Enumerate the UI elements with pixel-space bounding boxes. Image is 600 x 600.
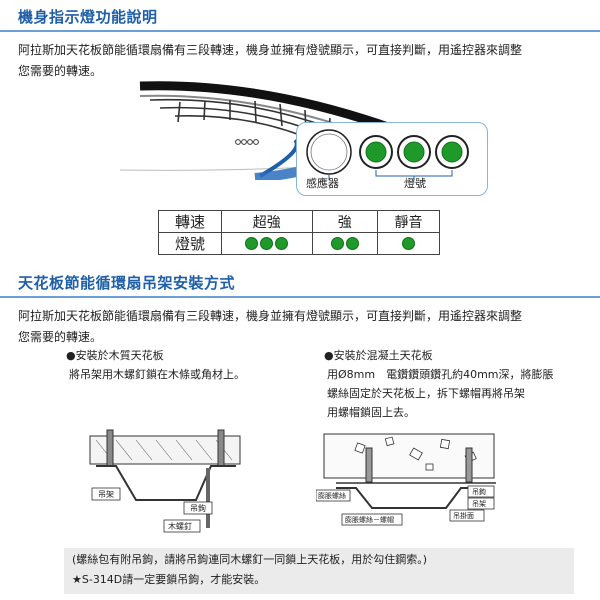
light-cell-1 (221, 232, 313, 255)
concrete-anchor-nut-label: 膨脹螺絲－螺帽 (345, 515, 394, 524)
section2-rule (0, 296, 600, 298)
sensor-label: 感應器 (306, 177, 339, 190)
concrete-title: ●安裝於混凝土天花板 (324, 349, 433, 362)
green-light-icon (345, 237, 359, 250)
wood-title: ●安裝於木質天花板 (66, 349, 164, 362)
note-line2: ★S-314D請一定要鎖吊鉤，才能安裝。 (72, 573, 266, 586)
light-label: 燈號 (404, 177, 426, 190)
wood-hook-label: 吊鉤 (190, 503, 206, 513)
concrete-line3: 用螺帽鎖固上去。 (327, 406, 415, 419)
concrete-ceiling-diagram: 膨脹螺絲 吊鉤 吊架 吊掛面 膨脹螺絲－螺帽 (316, 433, 496, 526)
section2-title: 天花板節能循環扇吊架安裝方式 (18, 274, 236, 292)
concrete-hook-label: 吊鉤 (472, 487, 486, 496)
speed-level-2: 強 (311, 210, 378, 233)
green-light-icon (401, 237, 415, 250)
green-light-icon (245, 237, 259, 250)
section2-desc-line2: 您需要的轉速。 (18, 330, 103, 344)
light-header: 燈號 (158, 232, 222, 255)
notes: (螺絲包有附吊鉤，請將吊鉤連同木螺釘一同鎖上天花板，用於勾住鋼索。) ★S-31… (72, 550, 572, 590)
wood-ceiling-diagram: 吊架 吊鉤 木螺釘 (89, 429, 241, 533)
green-light-icon (275, 237, 289, 250)
note-line1: (螺絲包有附吊鉤，請將吊鉤連同木螺釘一同鎖上天花板，用於勾住鋼索。) (72, 553, 428, 566)
concrete-anchor-label: 膨脹螺絲 (318, 491, 346, 500)
section1-title: 機身指示燈功能說明 (18, 8, 158, 26)
speed-row: 轉速 超強 強 靜音 (158, 210, 441, 233)
concrete-instructions: ●安裝於混凝土天花板 用Ø8mm 電鑽鑽頭鑽孔約40mm深，將膨脹 螺絲固定於天… (324, 346, 554, 422)
section1-desc-line1: 阿拉斯加天花板節能循環扇備有三段轉速，機身並擁有燈號顯示，可直接判斷，用遙控器來… (18, 43, 523, 57)
concrete-bracket-label: 吊架 (472, 500, 486, 508)
indicator-lights (359, 135, 469, 169)
light-cell-2 (311, 232, 378, 255)
wood-line1: 將吊架用木螺釘鎖在木條或角材上。 (69, 368, 245, 381)
note-box (64, 548, 574, 594)
green-light-icon (330, 237, 344, 250)
wood-screw-label: 木螺釘 (168, 521, 192, 531)
concrete-line1: 用Ø8mm 電鑽鑽頭鑽孔約40mm深，將膨脹 (327, 368, 554, 381)
speed-header: 轉速 (158, 210, 222, 233)
indicator-light-1 (365, 141, 387, 163)
concrete-ceiling-label: 吊掛面 (453, 511, 474, 520)
section2-desc-line1: 阿拉斯加天花板節能循環扇備有三段轉速，機身並擁有燈號顯示，可直接判斷，用遙控器來… (18, 309, 523, 323)
green-light-icon (260, 237, 274, 250)
section1-desc-line2: 您需要的轉速。 (18, 64, 103, 78)
concrete-line2: 螺絲固定於天花板上，拆下螺帽再將吊架 (327, 387, 525, 400)
speed-level-1: 超強 (221, 210, 313, 233)
wood-bracket-label: 吊架 (98, 490, 114, 499)
speed-level-3: 靜音 (376, 210, 441, 233)
section1-description: 阿拉斯加天花板節能循環扇備有三段轉速，機身並擁有燈號顯示，可直接判斷，用遙控器來… (18, 40, 588, 82)
section1-rule (0, 30, 600, 32)
speed-light-table: 轉速 超強 強 靜音 燈號 (158, 210, 441, 255)
indicator-panel-graphic (306, 129, 469, 180)
wood-instructions: ●安裝於木質天花板 將吊架用木螺釘鎖在木條或角材上。 (66, 346, 245, 384)
light-row: 燈號 (158, 232, 441, 255)
light-cell-3 (376, 232, 441, 255)
section2-description: 阿拉斯加天花板節能循環扇備有三段轉速，機身並擁有燈號顯示，可直接判斷，用遙控器來… (18, 306, 588, 348)
indicator-light-3 (441, 141, 463, 163)
indicator-light-2 (403, 141, 425, 163)
